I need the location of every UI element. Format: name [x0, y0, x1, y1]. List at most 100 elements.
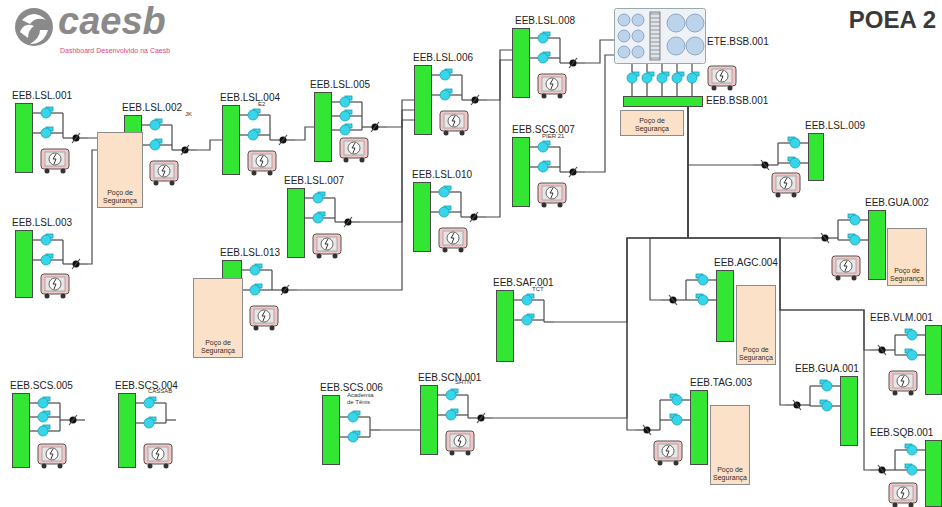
station-label: EEB.LSL.006 — [413, 52, 473, 64]
wet-well-bar — [623, 96, 703, 107]
cart-panel — [45, 152, 65, 166]
station-node: EEB.LSL.010 — [413, 182, 486, 252]
cart-panel — [252, 154, 272, 168]
cart-panel — [776, 176, 796, 190]
valve-arrow — [279, 135, 287, 145]
pipe-line — [340, 416, 348, 417]
pump-body — [850, 235, 860, 245]
valve-arrow — [793, 400, 801, 410]
station-label: EEB.SQB.001 — [870, 427, 933, 439]
pipe-line — [686, 279, 698, 280]
collector-pipe — [62, 240, 63, 264]
station-label: EEB.LSL.009 — [805, 120, 865, 132]
safety-well-label: Poço de Segurança — [713, 466, 747, 482]
station-node: EEB.LSL.001 — [15, 103, 88, 173]
generator-cart — [248, 151, 276, 176]
station-label: EEB.LSL.010 — [412, 169, 472, 181]
pump-body — [907, 330, 917, 340]
wet-well-bar — [420, 385, 438, 455]
pump-body — [672, 73, 682, 83]
cart-wheel — [542, 94, 547, 99]
cart-wheel — [170, 181, 175, 186]
lightning-symbol — [458, 436, 461, 446]
pump-symbol — [696, 294, 708, 305]
cart-body — [439, 228, 467, 248]
pump-line — [691, 83, 692, 96]
pipe-line — [449, 211, 461, 212]
station-label: EEB.LSL.008 — [515, 15, 575, 27]
cart-wheel — [270, 326, 275, 331]
pump-body — [150, 140, 160, 150]
safety-well-box: Poço de Segurança — [97, 132, 143, 208]
pump-body — [250, 265, 260, 275]
pipe-line — [450, 94, 462, 95]
collector-pipe — [334, 198, 335, 222]
station-label: EEB.SCS.005 — [10, 380, 73, 392]
pipe-line — [332, 101, 340, 102]
pipe-line — [708, 299, 716, 300]
station-node: EEB.LSL.009 — [753, 133, 824, 181]
cart-gauge — [348, 142, 360, 154]
pump-line — [646, 64, 647, 72]
cart-body — [41, 274, 69, 294]
pipe-line — [682, 399, 690, 400]
pipe-line — [51, 259, 63, 260]
cart-body — [889, 371, 917, 391]
pipe-line — [260, 269, 272, 270]
pump-body — [439, 207, 449, 217]
cart-body — [440, 111, 468, 131]
pipe-line — [323, 217, 335, 218]
wet-well-bar — [287, 188, 305, 258]
pump-body — [150, 120, 160, 130]
pump-symbol — [313, 192, 325, 203]
pipe-line — [438, 414, 446, 415]
pipe-line — [350, 101, 362, 102]
cart-gauge — [454, 435, 466, 447]
station-label: EEB.GUA.001 — [795, 363, 859, 375]
collector-pipe — [559, 38, 560, 63]
pump-body — [907, 445, 917, 455]
pump-line — [691, 64, 692, 72]
cart-panel — [443, 231, 463, 245]
pump-body — [340, 111, 350, 121]
pump-body — [522, 315, 532, 325]
pump-body — [446, 410, 456, 420]
safety-well-label: Poço de Segurança — [196, 339, 240, 355]
pump-symbol — [657, 72, 669, 83]
pump-body — [41, 108, 51, 118]
station-node: EEB.SCS.004CASSAB — [118, 393, 176, 468]
pump-line — [661, 83, 662, 96]
lightning-symbol — [550, 188, 553, 198]
pipe-connector — [554, 107, 688, 322]
wet-well-bar — [118, 393, 136, 468]
cart-body — [446, 431, 474, 451]
station-subtitle: CASSAB — [148, 388, 172, 395]
station-node: EEB.VLM.001 — [870, 325, 942, 395]
wet-well-bar — [222, 105, 240, 175]
pump-body — [672, 395, 682, 405]
pump-body — [440, 70, 450, 80]
pipe-line — [332, 129, 340, 130]
wet-well-bar — [512, 28, 530, 98]
cart-panel — [893, 486, 913, 500]
station-label: EEB.LSL.002 — [122, 102, 182, 114]
treatment-plant: ETE.BSB.001 — [614, 8, 706, 64]
station-node: EEB.SCS.007PIER 21 — [512, 137, 585, 207]
pipe-line — [30, 402, 38, 403]
wet-well-bar — [690, 390, 708, 465]
small-tank — [632, 30, 644, 42]
station-node: EEB.LSL.006 — [414, 65, 487, 135]
pump-symbol — [340, 96, 352, 107]
valve-arrow — [643, 425, 651, 435]
station-node: EEB.SAF.001TCT — [496, 290, 554, 362]
cart-panel — [45, 277, 65, 291]
pipe-line — [530, 57, 538, 58]
valve-arrow — [569, 58, 577, 68]
pipe-line — [838, 239, 850, 240]
cart-body — [150, 161, 178, 181]
lightning-symbol — [452, 116, 455, 126]
generator-cart — [446, 431, 474, 456]
pump-symbol — [672, 72, 684, 83]
pipe-line — [686, 299, 698, 300]
